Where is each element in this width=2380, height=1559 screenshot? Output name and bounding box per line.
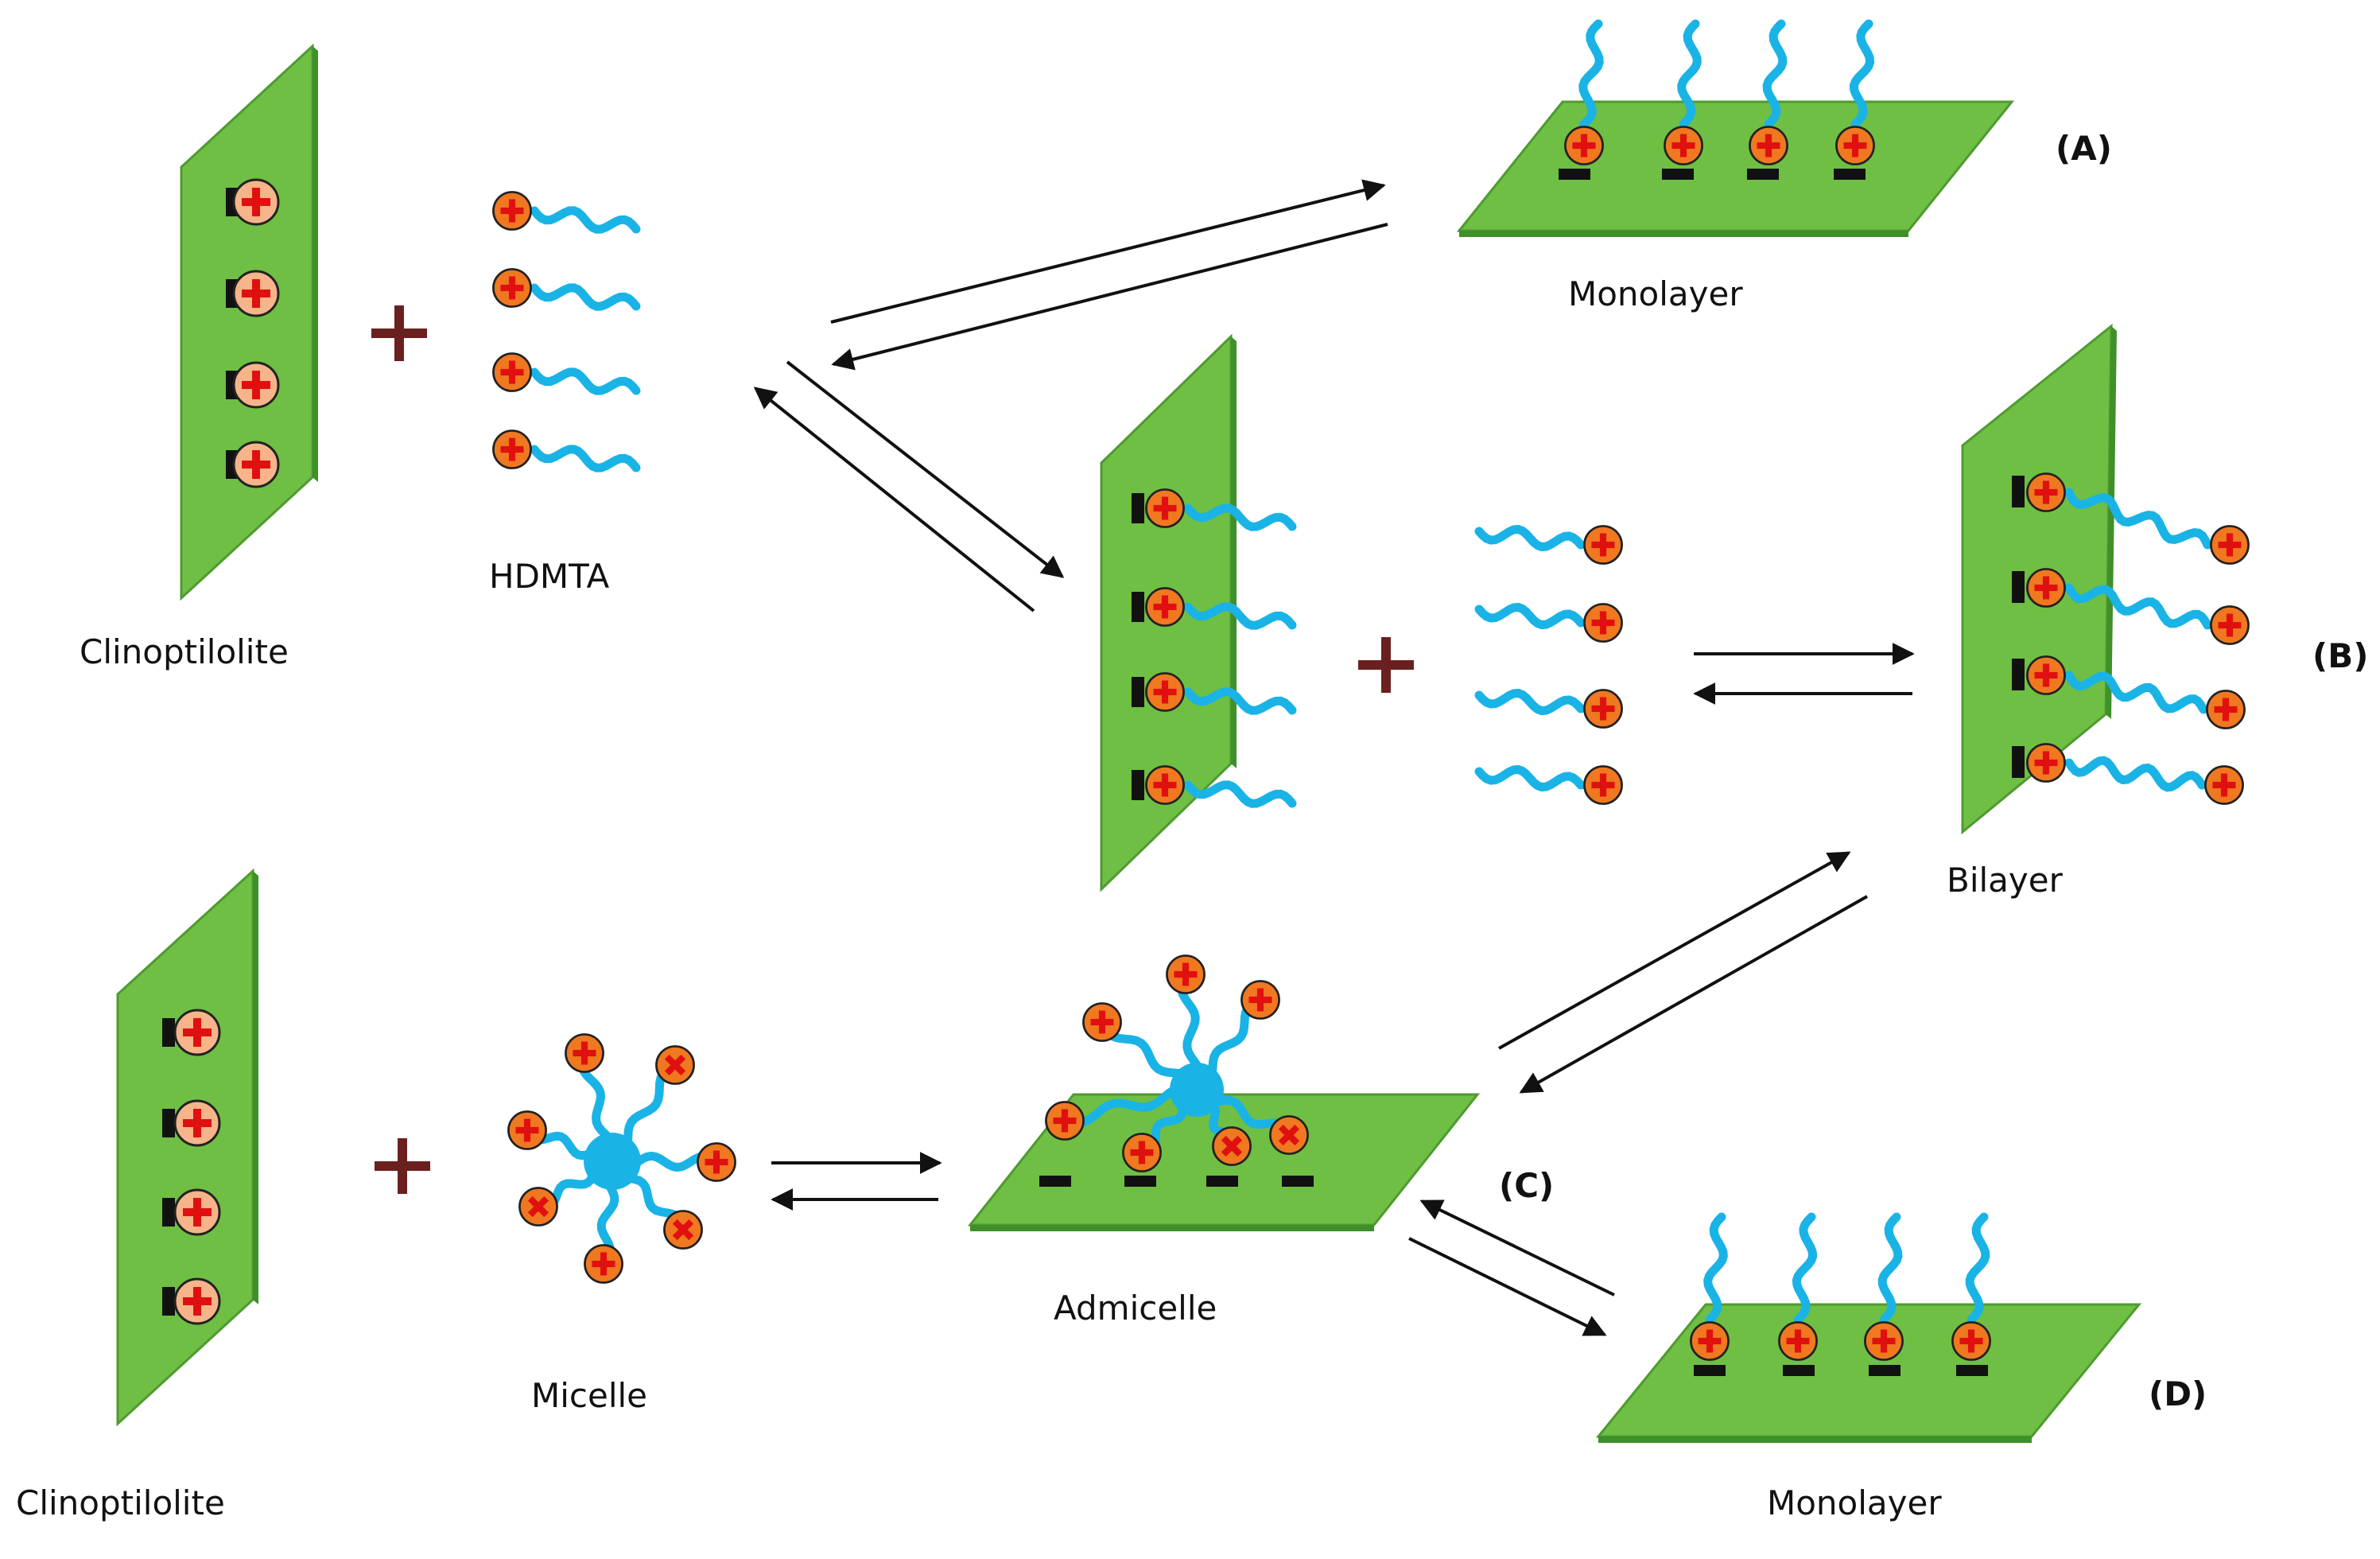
label-monolayer-top: Monolayer	[1568, 274, 1743, 313]
admicelle-plate	[967, 954, 1481, 1231]
surfactant-tail	[2064, 583, 2212, 630]
surfactant-tail	[1762, 19, 1788, 129]
label-bilayer: Bilayer	[1947, 861, 2063, 900]
label-admicelle: Admicelle	[1054, 1289, 1217, 1328]
label-tag-d: (D)	[2149, 1374, 2207, 1413]
clinoptilolite-plate-bottom	[116, 868, 258, 1427]
label-clinoptilolite-bottom: Clinoptilolite	[16, 1483, 225, 1522]
arrow-from-monolayer-a	[831, 223, 1388, 371]
surfactant-tail	[1677, 19, 1702, 129]
surfactant-tail	[1965, 1212, 1990, 1324]
surfactant-tail	[1474, 688, 1586, 716]
arrow-admicelle-to-monolayer-d	[1408, 1237, 1607, 1336]
surfactant-tail	[1703, 1212, 1728, 1324]
arrow-to-intermediate	[786, 360, 1065, 578]
arrow-from-intermediate	[753, 387, 1035, 612]
plus-operator-3	[375, 1138, 430, 1194]
surfactant-tail	[1183, 687, 1297, 715]
label-tag-b: (B)	[2312, 636, 2369, 675]
arrow-to-monolayer-a	[830, 179, 1386, 324]
plus-operator-1	[371, 305, 427, 361]
equilibrium-arrows	[753, 179, 1915, 1336]
label-hdmta: HDMTA	[489, 557, 610, 596]
surfactant-tail	[1578, 19, 1604, 129]
surfactant-tail	[1792, 1212, 1818, 1324]
free-surfactants-2	[1474, 524, 1623, 805]
surfactant-tail	[1474, 602, 1586, 630]
intermediate-plate	[1100, 333, 1297, 892]
monolayer-plate-a	[1456, 19, 2015, 237]
label-monolayer-bottom: Monolayer	[1767, 1483, 1942, 1522]
label-micelle: Micelle	[531, 1376, 648, 1415]
surfactant-tail	[1877, 1212, 1903, 1324]
label-clinoptilolite-top: Clinoptilolite	[80, 632, 289, 671]
surfactant-tail	[1183, 602, 1297, 630]
bilayer-plate	[1961, 323, 2250, 835]
monolayer-plate-d	[1595, 1212, 2142, 1443]
surfactant-tail	[2064, 671, 2208, 714]
hdmta-surfactants	[492, 191, 641, 472]
arrow-admicelle-to-bilayer	[1498, 851, 1851, 1050]
surfactant-tail	[1474, 764, 1586, 792]
surfactant-tail	[2064, 756, 2207, 792]
surfactant-tail	[1474, 524, 1586, 552]
surfactant-tail	[1849, 19, 1875, 129]
arrow-bilayer-to-admicelle	[1519, 895, 1868, 1094]
surfactant-tail	[2064, 488, 2212, 550]
surfactant-tail	[1183, 780, 1297, 808]
surfactant-tail	[530, 206, 641, 234]
label-tag-c: (C)	[1499, 1166, 1555, 1205]
surfactant-tail	[530, 367, 641, 395]
plus-operator-2	[1358, 637, 1414, 693]
clinoptilolite-plate-top	[180, 43, 318, 601]
micelle	[507, 1033, 736, 1284]
surfactant-tail	[1183, 503, 1297, 531]
surfactant-tail	[530, 283, 641, 311]
arrow-monolayer-d-to-admicelle	[1419, 1199, 1615, 1297]
label-tag-a: (A)	[2056, 129, 2112, 168]
surfactant-tail	[530, 445, 641, 472]
